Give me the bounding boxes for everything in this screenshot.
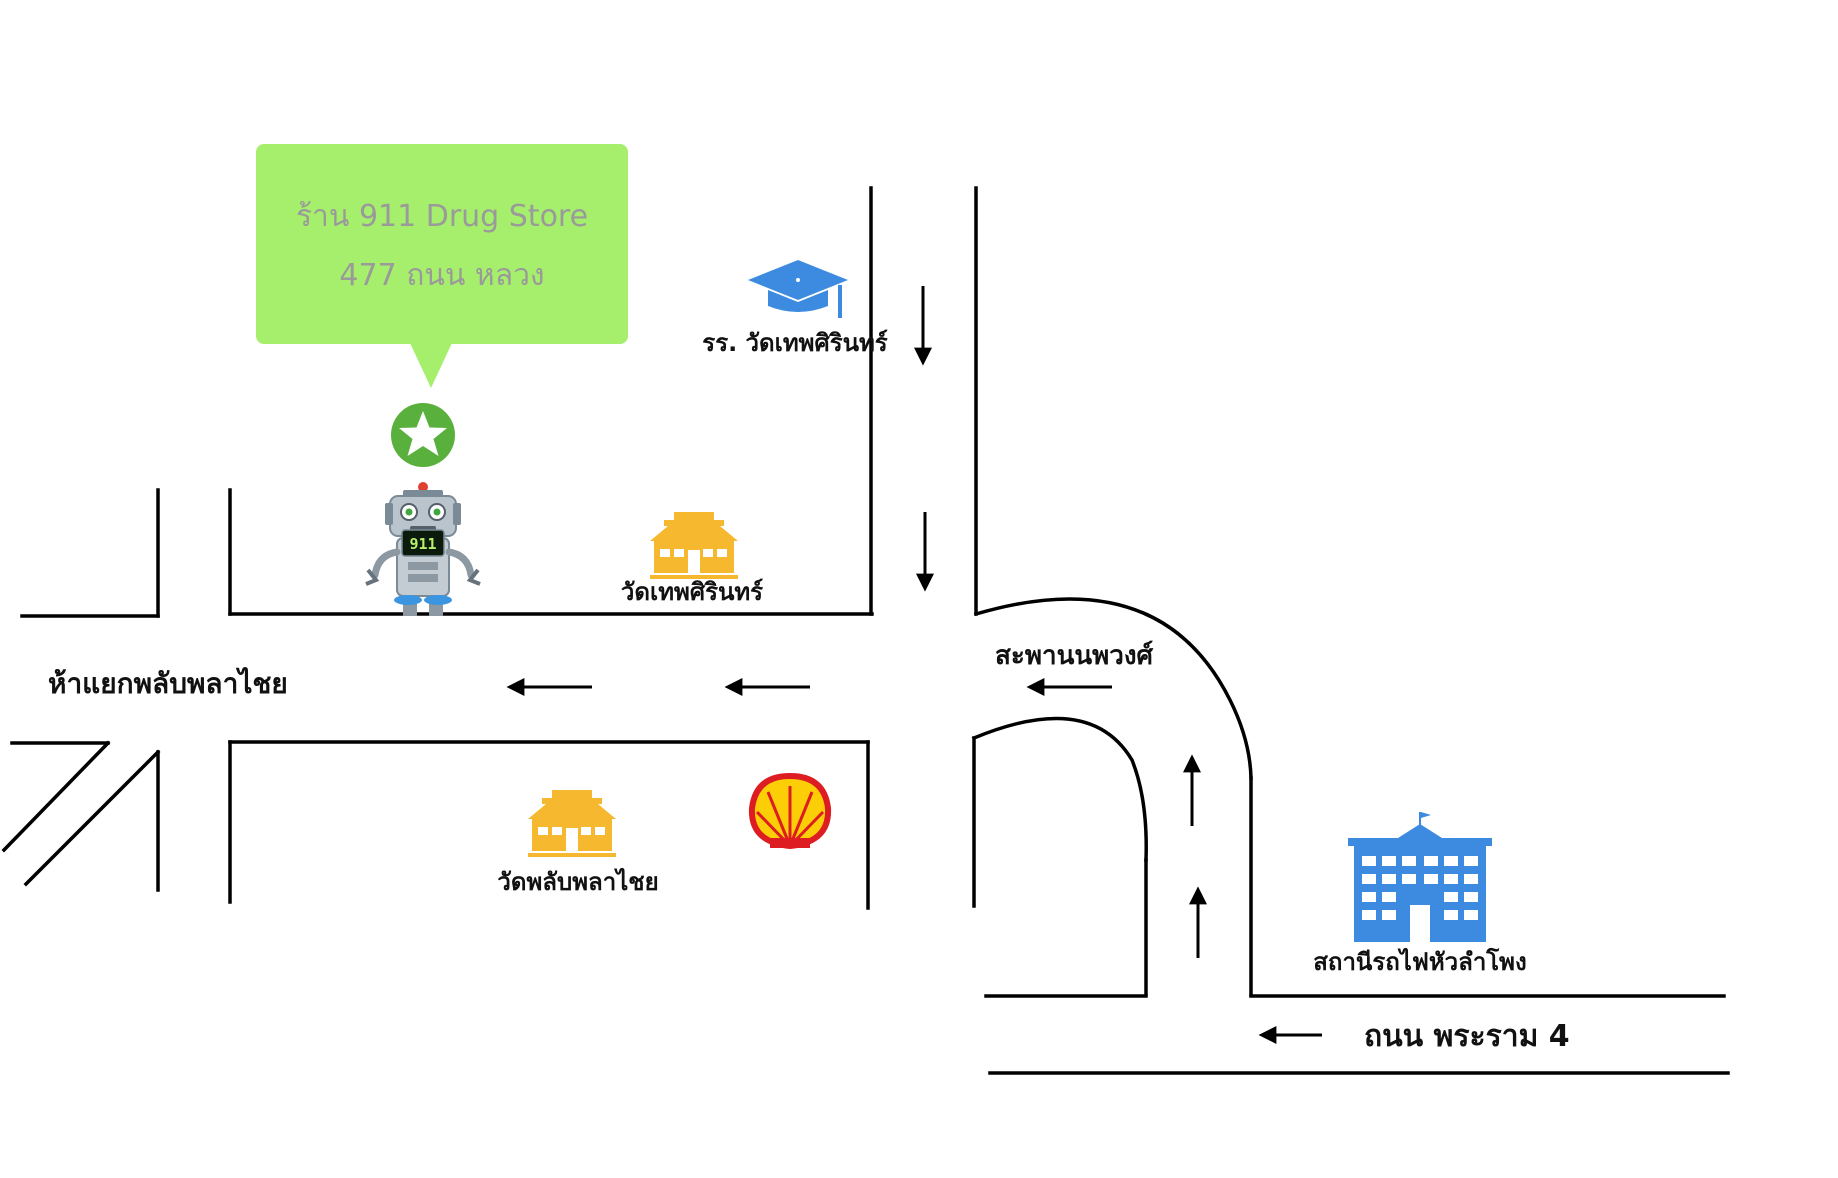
store-address: 477 ถนน หลวง <box>339 258 544 293</box>
intersection-label: ห้าแยกพลับพลาไชย <box>48 667 288 700</box>
road-edge <box>23 749 161 887</box>
robot-badge: 911 <box>409 535 436 553</box>
road-edge <box>1 740 111 853</box>
robot-icon: 911 <box>365 482 481 616</box>
store-name: ร้าน 911 Drug Store <box>296 199 588 234</box>
temple-icon <box>650 512 738 579</box>
station-label: สถานีรถไฟหัวลำโพง <box>1313 947 1526 976</box>
railway-station-icon <box>1348 812 1492 942</box>
road-network <box>1 186 1730 1075</box>
callout-box <box>256 144 628 344</box>
temple-icon <box>528 790 616 857</box>
callout-pointer <box>410 343 452 388</box>
bridge-label: สะพานนพวงศ์ <box>995 640 1154 671</box>
shell-gas-station-icon <box>748 772 832 850</box>
road-curve <box>973 597 1253 780</box>
direction-arrows <box>506 286 1322 1044</box>
graduation-cap-icon <box>748 260 848 318</box>
store-callout[interactable]: ร้าน 911 Drug Store 477 ถนน หลวง <box>256 144 628 388</box>
star-icon[interactable] <box>391 403 455 467</box>
road-curve <box>971 716 1148 862</box>
school-label: รร. วัดเทพศิรินทร์ <box>702 329 888 357</box>
temple-phlab-label: วัดพลับพลาไชย <box>497 867 658 896</box>
rama4-label: ถนน พระราม 4 <box>1364 1019 1570 1054</box>
temple-thep-label: วัดเทพศิรินทร์ <box>621 578 763 606</box>
